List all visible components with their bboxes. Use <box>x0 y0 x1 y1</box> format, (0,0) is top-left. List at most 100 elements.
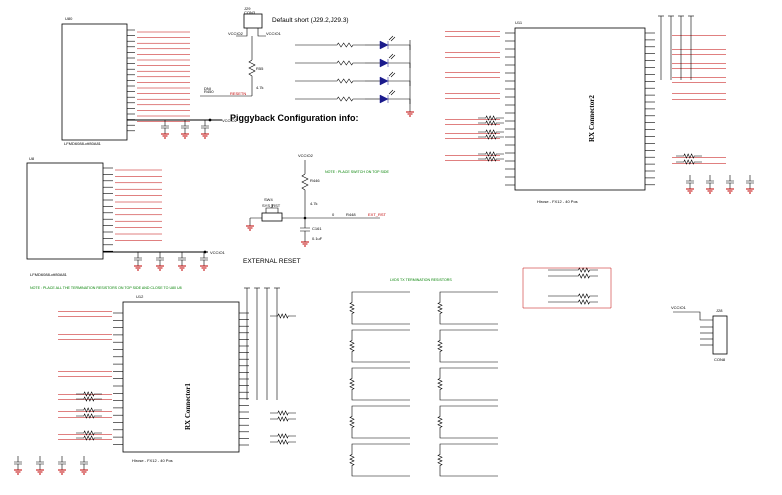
u11-connector: U11 RX Connector2 Hirose - FX12 - 40 Pos <box>445 20 726 204</box>
u11-left-nets <box>445 31 500 161</box>
led-ground-wire <box>388 44 411 50</box>
led-emission-icon <box>388 71 396 78</box>
u11-decap-symbol <box>686 175 694 189</box>
io-resistor-symbol <box>76 413 102 419</box>
u80-decap-symbol <box>201 120 209 134</box>
j28-vcc: VCCIO1 <box>671 305 687 310</box>
u11-label: RX Connector2 <box>588 95 596 142</box>
io-resistor-symbol <box>76 396 102 402</box>
term-wire-bottom <box>351 433 410 439</box>
io-resistor-symbol <box>478 134 504 140</box>
sw4-body <box>261 212 283 222</box>
u11-left-io <box>478 115 504 162</box>
sw4-actuator <box>265 204 279 213</box>
u80-ref: U80 <box>65 16 73 21</box>
u12-left-pins <box>113 312 123 445</box>
led-resistor-symbol <box>325 78 365 84</box>
capacitor-ground-icon <box>706 188 714 194</box>
r450-dni: DNI <box>204 86 211 91</box>
led-ground-wire <box>388 98 411 104</box>
termination-title: LVDS TX TERMINATION RESISTORS <box>390 278 452 282</box>
capacitor-ground-icon <box>726 188 734 194</box>
u12-right-io <box>270 313 296 445</box>
term-wire-top <box>439 405 498 411</box>
u12-part: Hirose - FX12 - 40 Pos <box>132 458 173 463</box>
u8-ref: U8 <box>29 156 35 161</box>
u80-decap-symbol <box>161 120 169 134</box>
capacitor-ground-icon <box>14 469 22 475</box>
term-resistor-symbol <box>437 449 443 471</box>
vccio2-label: VCCIO2 <box>222 118 238 123</box>
term-wire-bottom <box>439 319 498 325</box>
u11-right-nets <box>672 35 726 164</box>
term-wire-bottom <box>351 471 410 477</box>
gpio-resistor-symbol <box>570 273 598 279</box>
capacitor-ground-icon <box>201 133 209 139</box>
term-resistor-symbol <box>349 411 355 433</box>
u8-decap-symbol <box>200 252 208 266</box>
r450-ref: R450 <box>204 89 214 94</box>
io-resistor-symbol <box>676 153 702 159</box>
j28-part: CON8 <box>714 357 726 362</box>
u8-pin-labels <box>103 167 113 252</box>
u8-decap-symbol <box>156 252 164 266</box>
capacitor-ground-icon <box>178 265 186 271</box>
u8-net-labels <box>115 169 162 241</box>
u12-decap-symbol <box>58 456 66 470</box>
io-resistor-symbol <box>270 416 296 422</box>
gpio-resistor-symbol <box>570 267 598 273</box>
io-resistor-symbol <box>76 391 102 397</box>
capacitor-ground-icon <box>36 469 44 475</box>
u12-right-pins <box>239 312 249 446</box>
term-wire-bottom <box>351 357 410 363</box>
u12-decap-symbol <box>80 456 88 470</box>
led-resistor-symbol <box>325 42 365 48</box>
gpio-jumper-block <box>522 267 612 309</box>
u12-left-io <box>76 391 102 441</box>
sw4-ref: SW4 <box>264 197 273 202</box>
j29-leads <box>236 28 266 37</box>
u11-decap-symbol <box>746 175 754 189</box>
term-wire-top <box>439 367 498 373</box>
u11-left-pins <box>505 32 515 186</box>
u80-body <box>61 23 128 141</box>
vccio2-node <box>208 118 212 122</box>
led-emission-icon <box>388 35 396 42</box>
io-resistor-symbol <box>478 115 504 121</box>
io-resistor-symbol <box>76 407 102 413</box>
u8-block: U8 LFMD6088-ctf80A81 <box>26 156 162 277</box>
c161-value: 0.1uF <box>312 236 323 241</box>
term-wire-top <box>351 329 410 335</box>
io-resistor-symbol <box>76 430 102 436</box>
u11-body <box>514 27 646 191</box>
u11-right-pins <box>645 32 655 186</box>
u12-ref: U12 <box>136 294 144 299</box>
r448-value: 0 <box>332 212 335 217</box>
led-ground-icon <box>406 111 414 117</box>
led-resistor-symbol <box>325 60 365 66</box>
term-wire-top <box>351 443 410 449</box>
r55-value: 4.7k <box>256 85 264 90</box>
term-resistor-symbol <box>349 373 355 395</box>
capacitor-ground-icon <box>58 469 66 475</box>
u11-decoupling-caps <box>686 175 754 194</box>
term-resistor-symbol <box>437 373 443 395</box>
c161-ground-icon <box>301 241 309 247</box>
capacitor-ground-icon <box>134 265 142 271</box>
capacitor-ground-icon <box>746 188 754 194</box>
r446-trace <box>301 160 309 218</box>
term-wire-top <box>351 405 410 411</box>
sw4-name: SYS_RST <box>262 203 281 208</box>
capacitor-ground-icon <box>686 188 694 194</box>
io-resistor-symbol <box>76 435 102 441</box>
termination-note: NOTE : PLACE ALL THE TERMINATION RESISTO… <box>30 286 182 290</box>
capacitor-ground-icon <box>181 133 189 139</box>
io-resistor-symbol <box>478 151 504 157</box>
u12-decap-symbol <box>14 456 22 470</box>
resetn-net: RESETN <box>230 91 246 96</box>
term-resistor-symbol <box>349 297 355 319</box>
u8-decap-symbol <box>134 252 142 266</box>
u11-right-io <box>676 153 702 165</box>
blue-led-icon <box>379 40 389 50</box>
ext-rst-net: EXT_RST <box>368 212 387 217</box>
